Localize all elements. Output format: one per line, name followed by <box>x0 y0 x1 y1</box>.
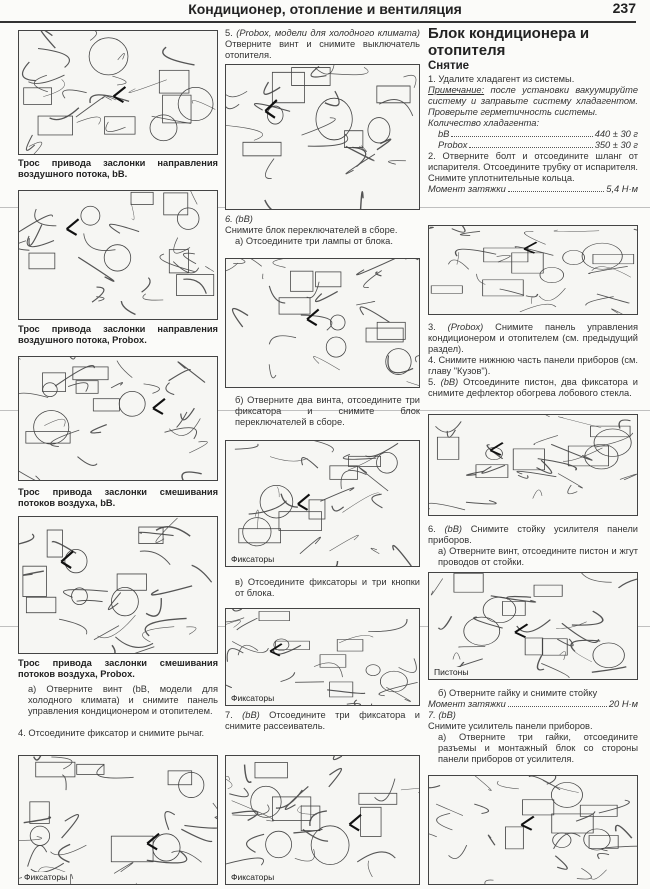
figure-label: Фиксаторы <box>229 693 277 703</box>
illustration-drawing <box>19 191 215 316</box>
removal-steps: 1. Удалите хладагент из системы. Примеча… <box>428 74 638 194</box>
illustration-drawing <box>19 517 213 653</box>
step-6: 6. (bB) Снимите стойку усилителя панели … <box>428 524 638 567</box>
figure-cable-mix-probox <box>18 516 218 654</box>
figure-switch-latches: Фиксаторы <box>225 440 420 567</box>
illustration-drawing <box>226 609 418 705</box>
section-heading: Блок кондиционера и отопителя <box>428 25 590 59</box>
figure-cable-mix-bb <box>18 356 218 481</box>
figure-evaporator <box>428 225 638 315</box>
figure-defroster <box>428 414 638 516</box>
illustration-drawing <box>226 756 419 878</box>
step-4: 4. Отсоедините фиксатор и снимите рычаг. <box>18 728 205 738</box>
caption: Трос привода заслонки смешивания потоков… <box>18 658 218 679</box>
illustration-drawing <box>430 573 637 679</box>
step-a: а) Отверните винт (bB, модели для холодн… <box>28 684 218 716</box>
illustration-drawing <box>429 226 637 314</box>
step-6c: в) Отсоедините фиксаторы и три кнопки от… <box>235 577 420 598</box>
illustration-drawing <box>19 756 217 884</box>
figure-label: Фиксаторы <box>22 872 70 882</box>
figure-diffuser: Фиксаторы <box>225 755 420 885</box>
steps-6b-7: б) Отверните гайку и снимите стойку Моме… <box>428 688 638 764</box>
figure-reinforcement <box>428 775 638 885</box>
figure-label: Пистоны <box>432 667 471 677</box>
figure-switch-block <box>225 258 420 388</box>
caption: Трос привода заслонки смешивания потоков… <box>18 487 218 508</box>
page-header-title: Кондиционер, отопление и вентиляция <box>188 1 462 17</box>
figure-label: Фиксаторы <box>229 872 277 882</box>
figure-pistons: Пистоны <box>428 572 638 680</box>
steps-3-5: 3. (Probox) Снимите панель управления ко… <box>428 322 638 398</box>
step-6: 6. (bB)Снимите блок переключателей в сбо… <box>225 214 398 246</box>
illustration-drawing <box>226 259 419 386</box>
step-6b: б) Отверните два винта, отсоедините три … <box>235 395 420 427</box>
illustration-drawing <box>234 441 412 566</box>
page-number: 237 <box>612 0 636 16</box>
header-rule <box>0 21 636 23</box>
figure-buttons: Фиксаторы <box>225 608 420 706</box>
illustration-drawing <box>21 31 216 154</box>
scan-line <box>0 410 650 411</box>
figure-label: Фиксаторы <box>229 554 277 564</box>
step-7: 7. (bB) Отсоедините три фиксатора и сним… <box>225 710 420 731</box>
illustration-drawing <box>226 65 417 209</box>
step-5: 5. (Probox, модели для холодного климата… <box>225 28 420 60</box>
illustration-drawing <box>19 357 208 480</box>
figure-cable-airflow-probox <box>18 190 218 320</box>
figure-latches: Фиксаторы <box>18 755 218 885</box>
caption: Трос привода заслонки направления воздуш… <box>18 324 218 345</box>
caption: Трос привода заслонки направления воздуш… <box>18 158 218 179</box>
figure-heater-switch <box>225 64 420 210</box>
figure-cable-airflow-bb <box>18 30 218 155</box>
illustration-drawing <box>429 776 637 884</box>
illustration-drawing <box>429 415 637 511</box>
section-subheading: Снятие <box>428 60 470 72</box>
